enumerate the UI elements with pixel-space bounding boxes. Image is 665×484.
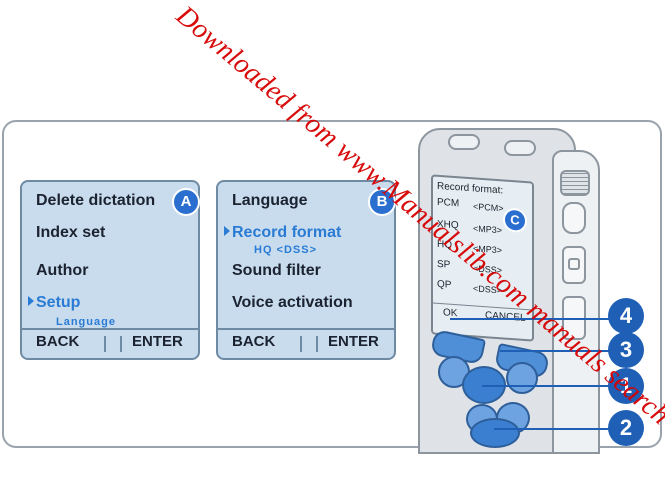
record-slot-icon — [568, 258, 580, 270]
screen-a: Delete dictation Index set Author Setup … — [20, 180, 200, 360]
screen-b: Language Record format HQ <DSS> Sound fi… — [216, 180, 396, 360]
menu-item-language[interactable]: Language — [232, 192, 308, 209]
microphone-icon — [504, 140, 536, 156]
callout-2: 2 — [608, 410, 644, 446]
badge-a: A — [172, 188, 200, 216]
callout-leader-4 — [450, 318, 610, 320]
callout-1: 1 — [608, 368, 644, 404]
format-option-label: SP — [437, 258, 451, 271]
softkey-divider — [300, 336, 302, 352]
softkey-divider — [104, 336, 106, 352]
enter-softkey[interactable]: ENTER — [328, 333, 379, 350]
format-option-label: QP — [437, 278, 452, 291]
record-play-button[interactable] — [470, 418, 520, 448]
callout-leader-2 — [494, 428, 610, 430]
navigation-right-button[interactable] — [506, 362, 538, 394]
format-option-label: PCM — [437, 196, 460, 210]
menu-item-setup-label: Setup — [36, 294, 81, 311]
menu-item-author[interactable]: Author — [36, 262, 89, 279]
callout-leader-1 — [482, 385, 610, 387]
side-record-button[interactable] — [562, 246, 586, 284]
menu-item-sound-filter[interactable]: Sound filter — [232, 262, 321, 279]
selection-arrow-icon — [28, 295, 34, 306]
softkey-divider — [120, 336, 122, 352]
record-format-current-value: HQ <DSS> — [254, 244, 318, 256]
badge-c: C — [503, 207, 527, 234]
setup-current-value: Language — [56, 316, 116, 328]
callout-3: 3 — [608, 332, 644, 368]
enter-softkey[interactable]: ENTER — [132, 333, 183, 350]
softkey-bar: BACK ENTER — [218, 328, 394, 358]
microphone-icon — [448, 134, 480, 150]
back-softkey[interactable]: BACK — [36, 333, 80, 350]
back-softkey[interactable]: BACK — [232, 333, 276, 350]
selection-arrow-icon — [224, 225, 230, 236]
menu-item-delete-dictation[interactable]: Delete dictation — [36, 192, 156, 209]
format-option-value: <PCM> — [473, 201, 504, 214]
callout-4: 4 — [608, 298, 644, 334]
menu-item-record-format-label: Record format — [232, 224, 342, 241]
menu-item-record-format[interactable]: Record format — [224, 224, 341, 242]
menu-item-voice-activation[interactable]: Voice activation — [232, 294, 353, 311]
callout-leader-3 — [500, 350, 610, 352]
softkey-bar: BACK ENTER — [22, 328, 198, 358]
badge-b: B — [368, 188, 396, 216]
softkey-divider — [316, 336, 318, 352]
device-display-title: Record format: — [437, 180, 504, 197]
speaker-grille-icon — [560, 170, 590, 196]
menu-item-setup[interactable]: Setup — [28, 294, 80, 312]
menu-item-index-set[interactable]: Index set — [36, 224, 106, 241]
side-switch-button[interactable] — [562, 202, 586, 234]
format-option-value: <MP3> — [473, 223, 503, 236]
